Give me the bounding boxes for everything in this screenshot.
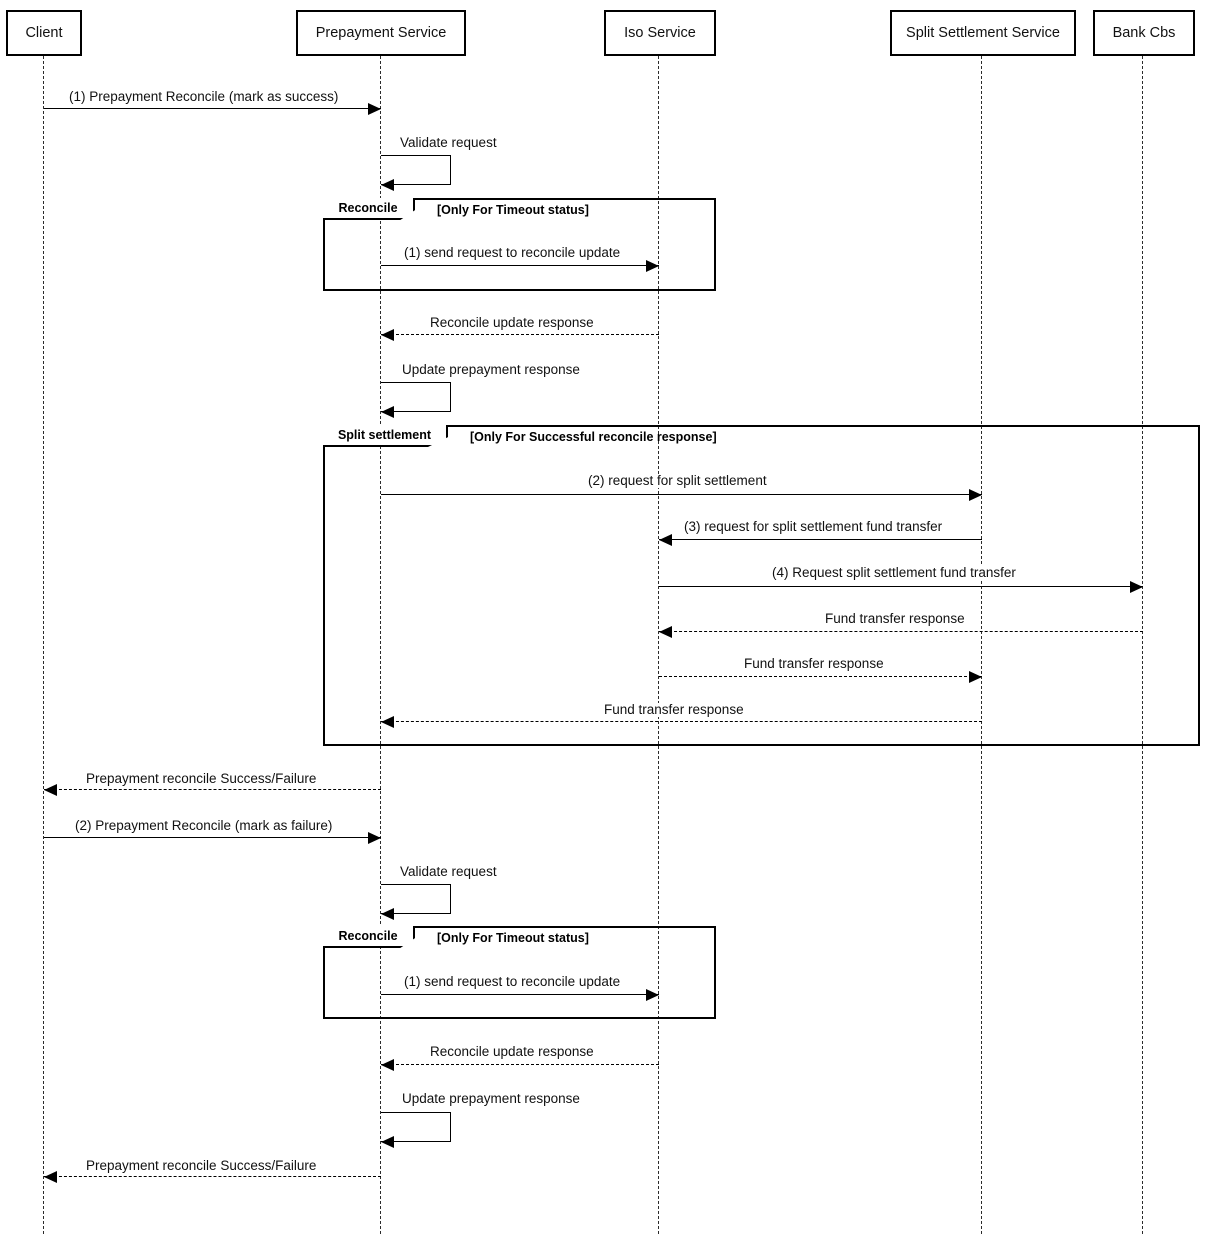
message-label-m11: Fund transfer response bbox=[601, 703, 747, 717]
participant-split[interactable]: Split Settlement Service bbox=[890, 10, 1076, 56]
message-line-m15 bbox=[381, 994, 659, 995]
message-label-m13: (2) Prepayment Reconcile (mark as failur… bbox=[72, 819, 336, 833]
lifeline-split bbox=[981, 56, 982, 1234]
arrowhead-m4 bbox=[381, 329, 394, 341]
message-label-m10: Fund transfer response bbox=[741, 657, 887, 671]
message-label-m12: Prepayment reconcile Success/Failure bbox=[83, 772, 320, 786]
self-message-m17 bbox=[381, 1112, 451, 1142]
message-label-m16: Reconcile update response bbox=[427, 1045, 597, 1059]
participant-label-split: Split Settlement Service bbox=[906, 24, 1060, 41]
fragment-reconcile-2 bbox=[323, 926, 716, 1019]
self-message-m2 bbox=[381, 155, 451, 185]
participant-label-client: Client bbox=[25, 24, 63, 41]
lifeline-iso bbox=[658, 56, 659, 1234]
arrowhead-m18 bbox=[44, 1171, 57, 1183]
message-line-m13 bbox=[44, 837, 381, 838]
participant-bank[interactable]: Bank Cbs bbox=[1093, 10, 1195, 56]
fragment-split-settlement bbox=[323, 425, 1200, 746]
arrowhead-m15 bbox=[646, 989, 659, 1001]
lifeline-prepayment bbox=[380, 56, 381, 1234]
fragment-condition-split-settlement: [Only For Successful reconcile response] bbox=[470, 430, 717, 444]
arrowhead-m11 bbox=[381, 716, 394, 728]
message-label-m7: (3) request for split settlement fund tr… bbox=[681, 520, 946, 534]
fragment-condition-reconcile-1: [Only For Timeout status] bbox=[437, 203, 589, 217]
fragment-reconcile-1 bbox=[323, 198, 716, 291]
arrowhead-m9 bbox=[659, 626, 672, 638]
message-line-m1 bbox=[44, 108, 381, 109]
lifeline-bank bbox=[1142, 56, 1143, 1234]
message-line-m7 bbox=[659, 539, 982, 540]
participant-prepayment[interactable]: Prepayment Service bbox=[296, 10, 466, 56]
message-line-m16 bbox=[381, 1064, 659, 1065]
self-message-m5 bbox=[381, 382, 451, 412]
arrowhead-m17 bbox=[381, 1136, 394, 1148]
message-line-m9 bbox=[659, 631, 1143, 632]
message-label-m9: Fund transfer response bbox=[822, 612, 968, 626]
lifeline-client bbox=[43, 56, 44, 1234]
fragment-label-reconcile-2: Reconcile bbox=[323, 926, 415, 948]
arrowhead-m12 bbox=[44, 784, 57, 796]
arrowhead-m7 bbox=[659, 534, 672, 546]
participant-label-iso: Iso Service bbox=[624, 24, 696, 41]
arrowhead-m14 bbox=[381, 908, 394, 920]
message-line-m10 bbox=[659, 676, 982, 677]
self-message-m14 bbox=[381, 884, 451, 914]
participant-client[interactable]: Client bbox=[6, 10, 82, 56]
arrowhead-m1 bbox=[368, 103, 381, 115]
message-line-m3 bbox=[381, 265, 659, 266]
message-line-m12 bbox=[44, 789, 381, 790]
message-label-m8: (4) Request split settlement fund transf… bbox=[769, 566, 1019, 580]
fragment-condition-reconcile-2: [Only For Timeout status] bbox=[437, 931, 589, 945]
message-line-m11 bbox=[381, 721, 982, 722]
participant-label-prepayment: Prepayment Service bbox=[315, 24, 447, 41]
message-label-m15: (1) send request to reconcile update bbox=[401, 975, 624, 989]
participant-iso[interactable]: Iso Service bbox=[604, 10, 716, 56]
message-label-m5: Update prepayment response bbox=[399, 363, 583, 377]
arrowhead-m13 bbox=[368, 832, 381, 844]
participant-label-bank: Bank Cbs bbox=[1112, 24, 1176, 41]
message-label-m1: (1) Prepayment Reconcile (mark as succes… bbox=[66, 90, 342, 104]
message-label-m17: Update prepayment response bbox=[399, 1092, 583, 1106]
arrowhead-m3 bbox=[646, 260, 659, 272]
message-label-m14: Validate request bbox=[397, 865, 500, 879]
arrowhead-m2 bbox=[381, 179, 394, 191]
message-line-m18 bbox=[44, 1176, 381, 1177]
arrowhead-m16 bbox=[381, 1059, 394, 1071]
arrowhead-m5 bbox=[381, 406, 394, 418]
message-line-m4 bbox=[381, 334, 659, 335]
message-label-m4: Reconcile update response bbox=[427, 316, 597, 330]
arrowhead-m8 bbox=[1130, 581, 1143, 593]
fragment-label-split-settlement: Split settlement bbox=[323, 425, 448, 447]
message-label-m3: (1) send request to reconcile update bbox=[401, 246, 624, 260]
fragment-label-reconcile-1: Reconcile bbox=[323, 198, 415, 220]
message-label-m2: Validate request bbox=[397, 136, 500, 150]
arrowhead-m10 bbox=[969, 671, 982, 683]
arrowhead-m6 bbox=[969, 489, 982, 501]
message-line-m6 bbox=[381, 494, 982, 495]
message-label-m6: (2) request for split settlement bbox=[585, 474, 770, 488]
message-label-m18: Prepayment reconcile Success/Failure bbox=[83, 1159, 320, 1173]
message-line-m8 bbox=[659, 586, 1143, 587]
